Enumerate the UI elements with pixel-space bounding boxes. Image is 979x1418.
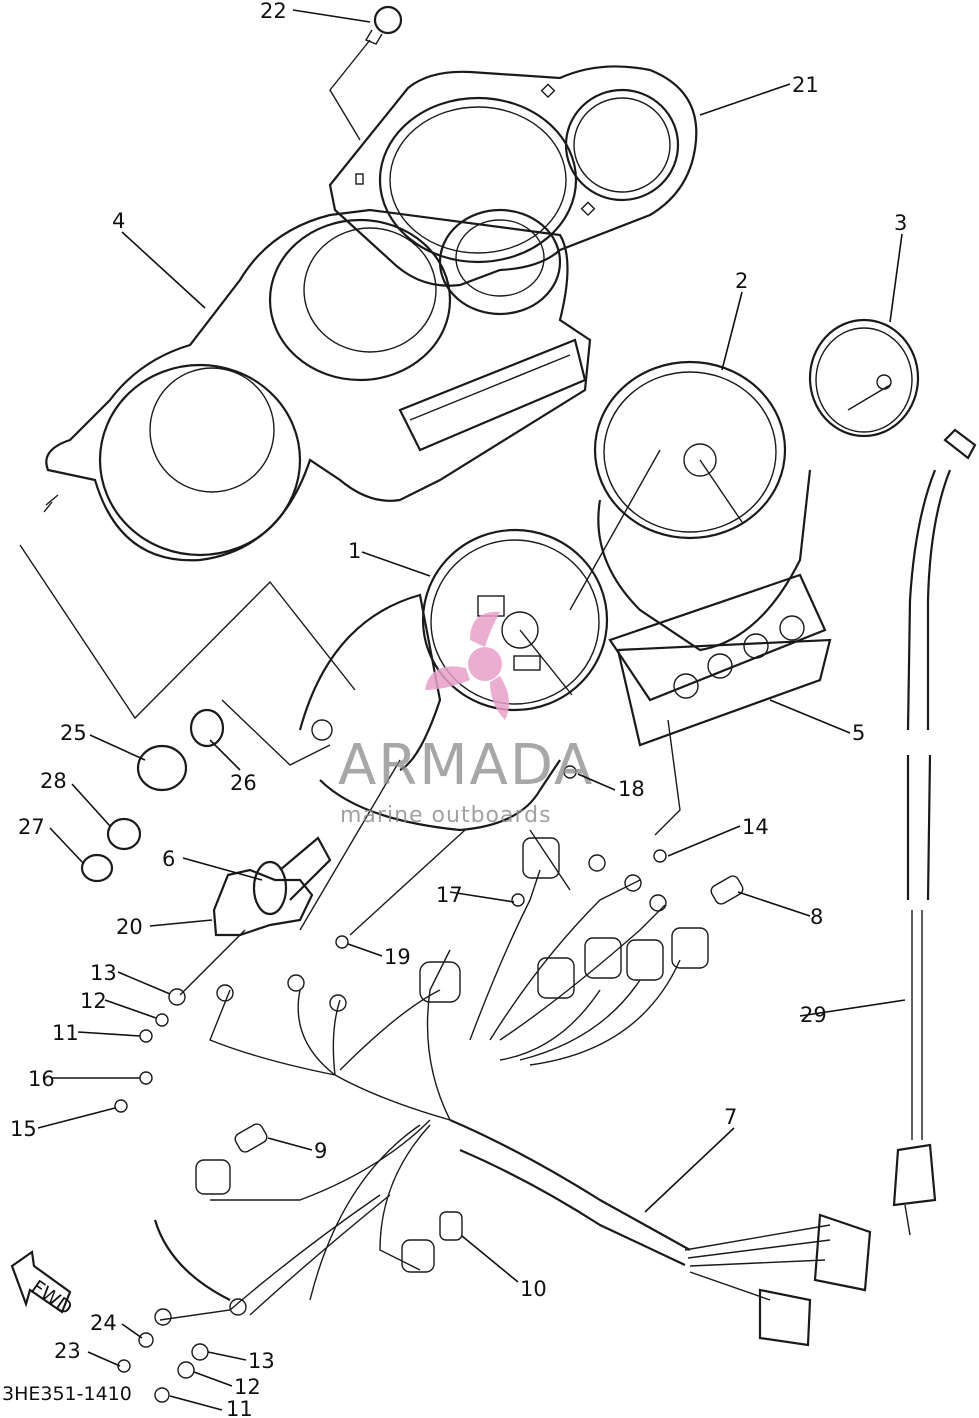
armada-watermark: ARMADA marine outboards [338, 611, 594, 828]
fwd-label: FWD [27, 1276, 76, 1319]
callout-13-lower: 13 [248, 1349, 275, 1373]
callout-7: 7 [724, 1105, 737, 1129]
callout-12-upper: 12 [80, 989, 107, 1013]
callout-5: 5 [852, 721, 865, 745]
callout-24: 24 [90, 1311, 117, 1335]
part-25-grommet [136, 744, 188, 792]
part-20-bracket [212, 868, 314, 937]
part-4-meter-housing [43, 208, 592, 562]
assembly-guide-lines [19, 39, 681, 996]
callout-1: 1 [348, 539, 361, 563]
callout-3: 3 [894, 211, 907, 235]
callout-11-lower: 11 [226, 1397, 253, 1418]
callout-26: 26 [230, 771, 257, 795]
callout-27: 27 [18, 815, 45, 839]
callout-8: 8 [810, 905, 823, 929]
part-26-socket [189, 708, 225, 748]
callout-6: 6 [162, 847, 175, 871]
callout-19: 19 [384, 945, 411, 969]
callout-23: 23 [54, 1339, 81, 1363]
part-27-nut [80, 853, 114, 883]
callout-4: 4 [112, 209, 125, 233]
watermark-brand: ARMADA [338, 733, 594, 798]
part-22-screw [364, 5, 403, 45]
callout-10: 10 [520, 1277, 547, 1301]
part-21-meter-bezel [328, 65, 698, 287]
callout-21: 21 [792, 73, 819, 97]
callout-22: 22 [260, 0, 287, 23]
part-28-washer [106, 817, 142, 851]
part-2-tachometer [593, 360, 832, 747]
screws [114, 765, 667, 1403]
callout-20: 20 [116, 915, 143, 939]
armada-logo-icon [425, 611, 509, 720]
small-parts [80, 708, 744, 1403]
callout-28: 28 [40, 769, 67, 793]
part-29-speedometer-cable [892, 428, 977, 1236]
callout-14: 14 [742, 815, 769, 839]
diagram-code: 3HE351-1410 [2, 1383, 132, 1405]
callout-9: 9 [314, 1139, 327, 1163]
callout-16: 16 [28, 1067, 55, 1091]
callout-18: 18 [618, 777, 645, 801]
callout-11-upper: 11 [52, 1021, 79, 1045]
part-8-bulb [710, 875, 744, 905]
callout-13-upper: 13 [90, 961, 117, 985]
callout-25: 25 [60, 721, 87, 745]
part-9-bulb [234, 1123, 268, 1153]
callout-12-lower: 12 [234, 1375, 261, 1399]
watermark-tagline: marine outboards [340, 803, 552, 828]
leader-lines [37, 9, 906, 1411]
callout-15: 15 [10, 1117, 37, 1141]
callout-17: 17 [436, 883, 463, 907]
part-7-wire-harness [153, 837, 872, 1347]
part-10-bulb [439, 1211, 463, 1241]
part-3-gauge-cover [808, 318, 920, 438]
fwd-arrow-icon: FWD [10, 1250, 76, 1320]
part-1-speedometer [298, 528, 609, 832]
callout-29: 29 [800, 1003, 827, 1027]
callout-labels: 22 21 4 3 2 1 5 25 26 28 27 18 14 6 17 8… [10, 0, 907, 1418]
callout-2: 2 [735, 269, 748, 293]
part-6-trip-knob [252, 836, 332, 916]
